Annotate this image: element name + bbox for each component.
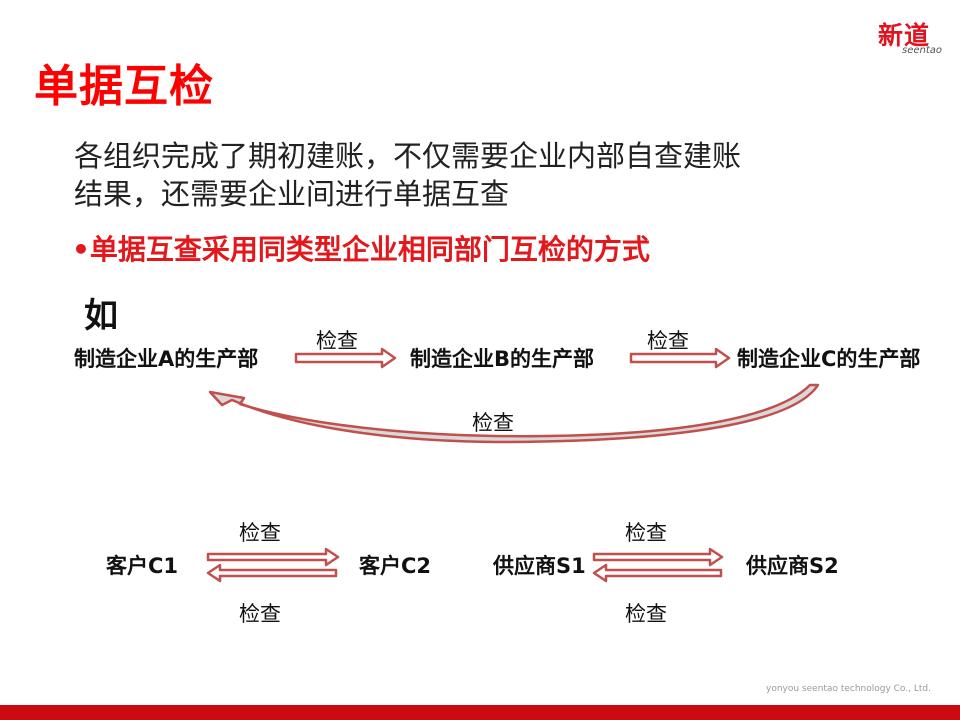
slide-title: 单据互检 [34,61,214,112]
node-company-c: 制造企业C的生产部 [737,347,921,371]
pair1-bottom-label: 检查 [239,602,281,626]
double-arrow-icon [592,547,724,583]
double-arrow-icon [206,547,340,583]
node-company-b: 制造企业B的生产部 [410,347,595,371]
node-customer-c2: 客户C2 [359,554,432,578]
logo-english: seentao [902,45,943,56]
pair2-bottom-label: 检查 [625,602,667,626]
curved-arrow-icon [208,383,820,444]
intro-line-2: 结果，还需要企业间进行单据互查 [74,177,510,211]
edge-label-c-a: 检查 [472,411,514,435]
edge-label-a-b: 检查 [316,329,358,353]
node-supplier-s2: 供应商S2 [746,554,839,578]
intro-text: 各组织完成了期初建账，不仅需要企业内部自查建账 结果，还需要企业间进行单据互查 [74,137,741,213]
bottom-bar [0,705,960,720]
arrow-right-icon [294,347,397,369]
bullet-point: •单据互查采用同类型企业相同部门互检的方式 [72,233,650,266]
node-company-a: 制造企业A的生产部 [74,347,259,371]
logo-chinese: 新道 [878,21,931,50]
pair1-top-label: 检查 [239,521,281,545]
arrow-right-icon [629,347,731,369]
example-label: 如 [84,296,118,336]
edge-label-b-c: 检查 [647,329,689,353]
footer-company: yonyou seentao technology Co., Ltd. [766,684,931,694]
intro-line-1: 各组织完成了期初建账，不仅需要企业内部自查建账 [74,139,742,173]
pair2-top-label: 检查 [625,521,667,545]
node-customer-c1: 客户C1 [106,554,179,578]
node-supplier-s1: 供应商S1 [493,554,586,578]
